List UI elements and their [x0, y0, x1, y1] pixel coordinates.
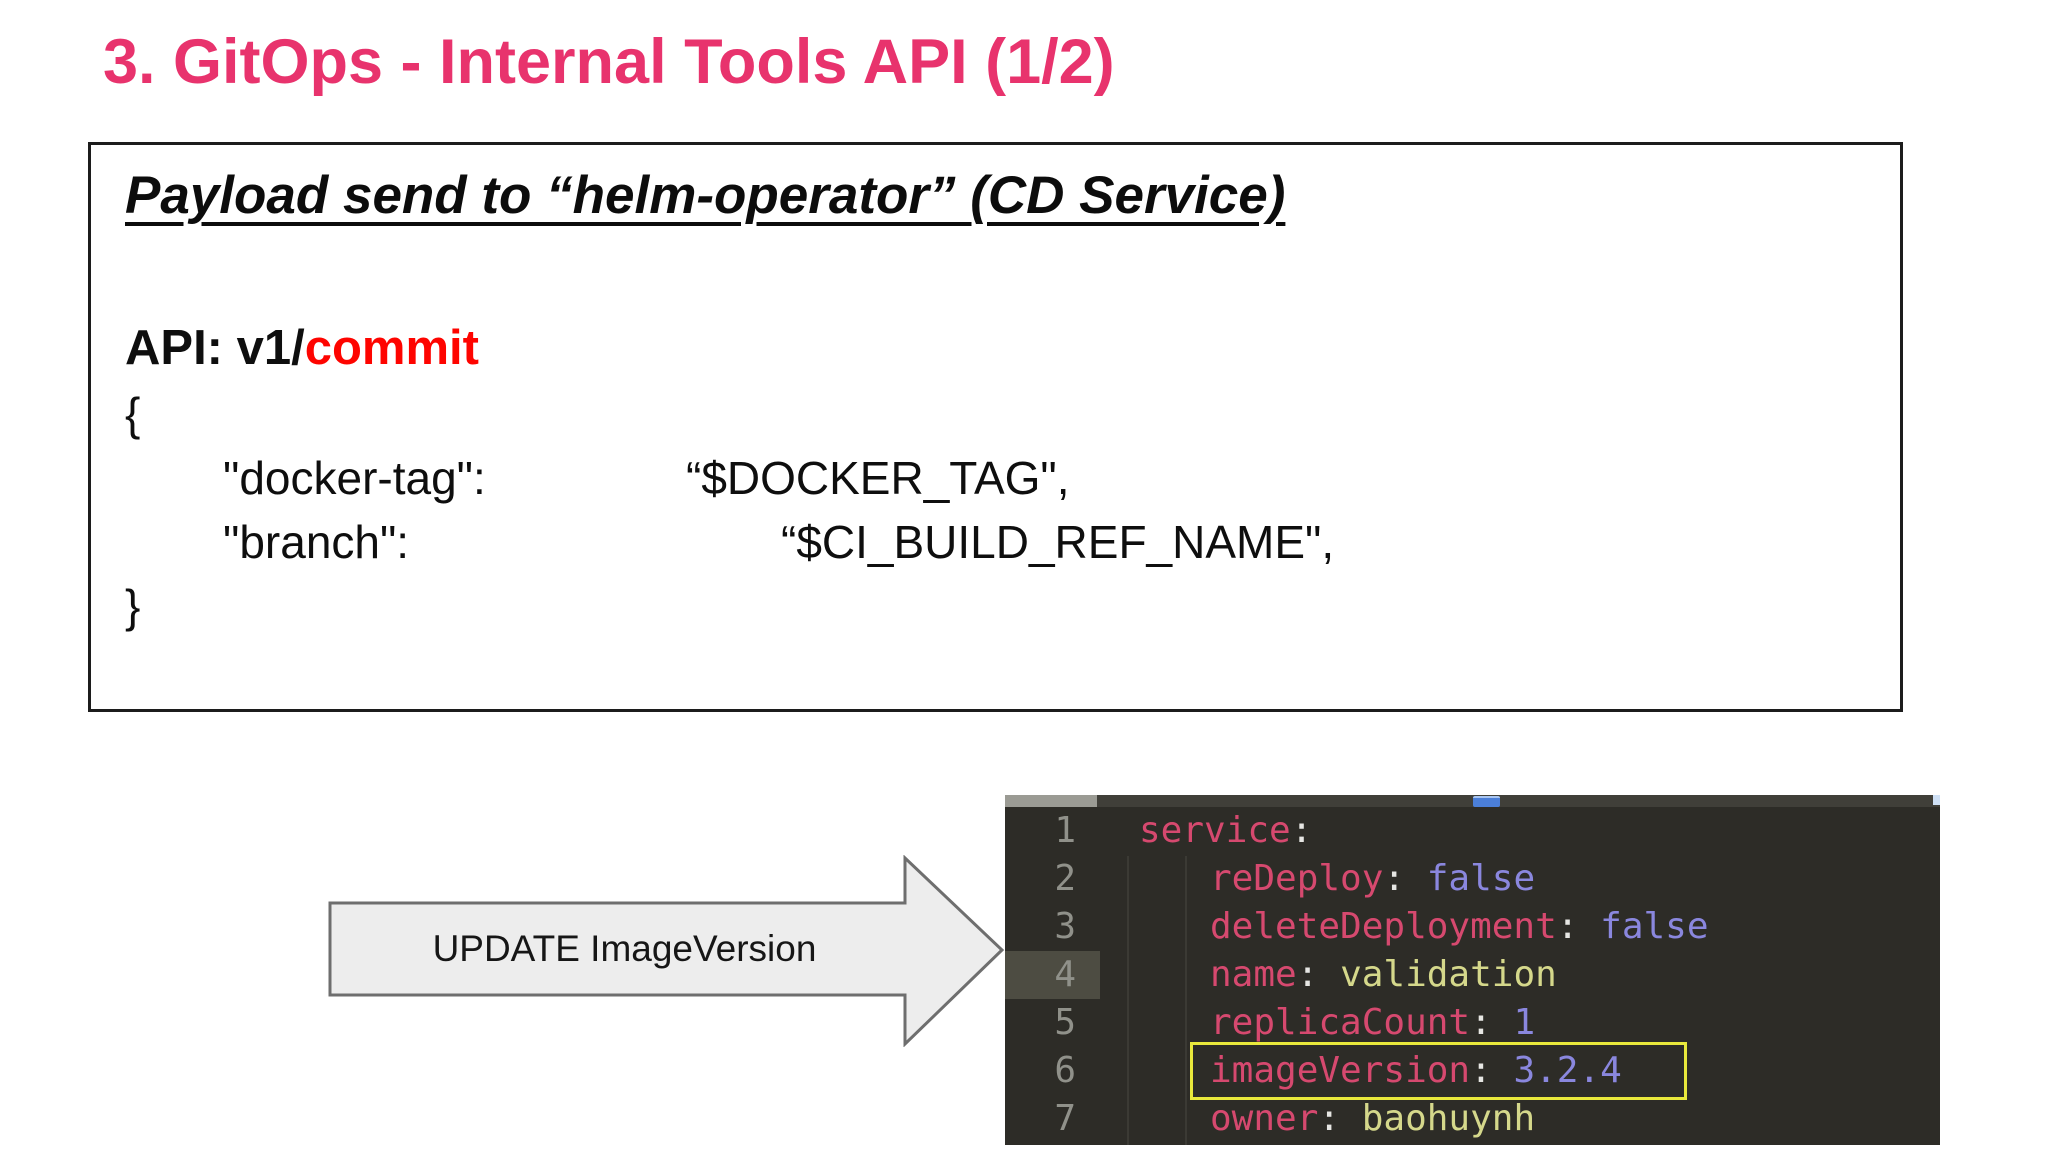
yaml-key: reDeploy	[1210, 858, 1384, 899]
code-text: replicaCount: 1	[1100, 999, 1535, 1047]
payload-value: “$DOCKER_TAG",	[686, 452, 1070, 504]
update-arrow: UPDATE ImageVersion	[328, 855, 1008, 1047]
line-number: 2	[1054, 858, 1076, 899]
editor-line: 6 imageVersion: 3.2.4	[1005, 1047, 1940, 1095]
editor-line: 3 deleteDeployment: false	[1005, 903, 1940, 951]
payload-heading: Payload send to “helm-operator” (CD Serv…	[125, 166, 1286, 225]
line-number: 3	[1054, 906, 1076, 947]
payload-json: { "docker-tag": “$DOCKER_TAG", "branch": “$…	[125, 382, 1866, 638]
code-text: reDeploy: false	[1100, 855, 1535, 903]
line-number: 4	[1005, 951, 1100, 999]
yaml-colon: :	[1318, 1098, 1341, 1139]
indent-guide	[1185, 856, 1187, 1145]
yaml-colon: :	[1290, 810, 1313, 851]
payload-entry: "branch": “$CI_BUILD_REF_NAME",	[125, 510, 1866, 574]
editor-line: 1 service:	[1005, 807, 1940, 855]
image-version-highlight-box	[1190, 1042, 1687, 1100]
yaml-key: imageVersion	[1210, 1050, 1471, 1091]
api-line: API: v1/commit	[125, 320, 1866, 376]
editor-line: 5 replicaCount: 1	[1005, 999, 1940, 1047]
yaml-colon: :	[1556, 906, 1579, 947]
yaml-colon: :	[1383, 858, 1406, 899]
code-text: owner: baohuynh	[1100, 1095, 1535, 1143]
arrow-label: UPDATE ImageVersion	[432, 928, 817, 969]
brace-close: }	[125, 580, 141, 632]
payload-key: "docker-tag":	[223, 452, 486, 504]
yaml-colon: :	[1296, 954, 1319, 995]
payload-box: Payload send to “helm-operator” (CD Serv…	[88, 142, 1903, 712]
yaml-value: false	[1578, 906, 1709, 947]
scrollbar-thumb[interactable]	[1005, 795, 1097, 807]
editor-line: 2 reDeploy: false	[1005, 855, 1940, 903]
brace-open: {	[125, 388, 141, 440]
yaml-value: baohuynh	[1340, 1098, 1536, 1139]
yaml-key: service	[1139, 810, 1291, 851]
yaml-colon: :	[1470, 1050, 1492, 1091]
indent-guide	[1127, 856, 1129, 1145]
yaml-value: 1	[1491, 1002, 1536, 1043]
yaml-key: replicaCount	[1210, 1002, 1471, 1043]
line-number: 7	[1054, 1098, 1076, 1139]
yaml-value: false	[1405, 858, 1536, 899]
yaml-key: deleteDeployment	[1210, 906, 1557, 947]
code-text: name: validation	[1100, 951, 1557, 999]
payload-value: “$CI_BUILD_REF_NAME",	[781, 516, 1335, 568]
slide-title: 3. GitOps - Internal Tools API (1/2)	[103, 27, 1115, 97]
api-endpoint: commit	[304, 321, 479, 375]
line-number: 5	[1054, 1002, 1076, 1043]
yaml-value: validation	[1318, 954, 1557, 995]
code-text: service:	[1100, 807, 1312, 855]
yaml-colon: :	[1470, 1002, 1492, 1043]
yaml-key: owner	[1210, 1098, 1319, 1139]
editor-lines: 1 service: 2 reDeploy: false 3 deleteDeployme…	[1005, 807, 1940, 1143]
code-text: deleteDeployment: false	[1100, 903, 1709, 951]
scrollbar-corner-notch	[1933, 795, 1940, 805]
line-number: 1	[1054, 810, 1076, 851]
line-number: 6	[1054, 1050, 1076, 1091]
payload-entry: "docker-tag": “$DOCKER_TAG",	[125, 446, 1866, 510]
code-text: imageVersion: 3.2.4	[1100, 1047, 1622, 1095]
yaml-value: 3.2.4	[1491, 1050, 1622, 1091]
payload-key: "branch":	[223, 516, 410, 568]
api-label: API: v1/	[125, 321, 305, 375]
scrollbar-marker-icon	[1473, 796, 1500, 807]
right-arrow-shape	[328, 855, 1005, 1047]
code-editor[interactable]: 1 service: 2 reDeploy: false 3 deleteDeployme…	[1005, 795, 1940, 1145]
payload-entries: "docker-tag": “$DOCKER_TAG", "branch": “$CI…	[125, 446, 1866, 574]
editor-scrollbar[interactable]	[1005, 795, 1940, 807]
yaml-key: name	[1210, 954, 1297, 995]
arrow-polygon	[328, 855, 1005, 1047]
editor-line: 7 owner: baohuynh	[1005, 1095, 1940, 1143]
